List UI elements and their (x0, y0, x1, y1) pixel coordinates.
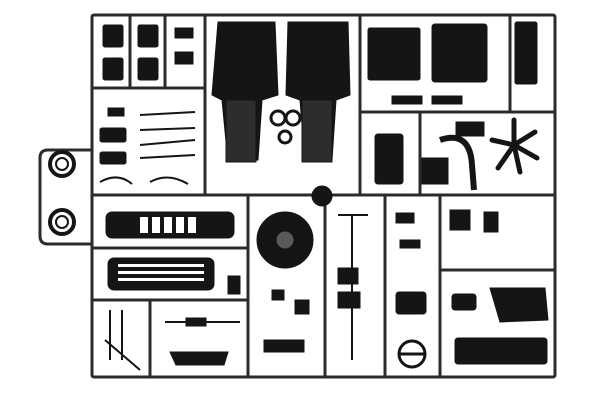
parts-bottom-left (169, 317, 229, 366)
parts-center-bottom (263, 267, 361, 353)
small-block-part (227, 275, 241, 295)
parts-top-right (367, 21, 538, 185)
sprue-left-tab (38, 148, 94, 246)
steering-wheel (397, 339, 427, 369)
grille-lower-slots (118, 264, 204, 281)
disc-part (256, 211, 314, 269)
engine-halves (211, 21, 351, 163)
fan-blades (489, 117, 540, 175)
grille-upper-slots (140, 217, 196, 233)
exhaust-pipe (439, 134, 477, 191)
parts-right-bottom (454, 287, 549, 365)
chassis-rail (338, 214, 368, 360)
parts-top-left (99, 24, 194, 165)
sprue-center-node (311, 185, 333, 207)
gate-rings (48, 150, 76, 236)
parts-right-middle (395, 209, 499, 315)
engine-linkage (269, 109, 302, 145)
sprue-inner-runners (90, 13, 557, 379)
parts-thin-rods (99, 111, 196, 185)
parts-bottom-left-rods (104, 310, 240, 371)
